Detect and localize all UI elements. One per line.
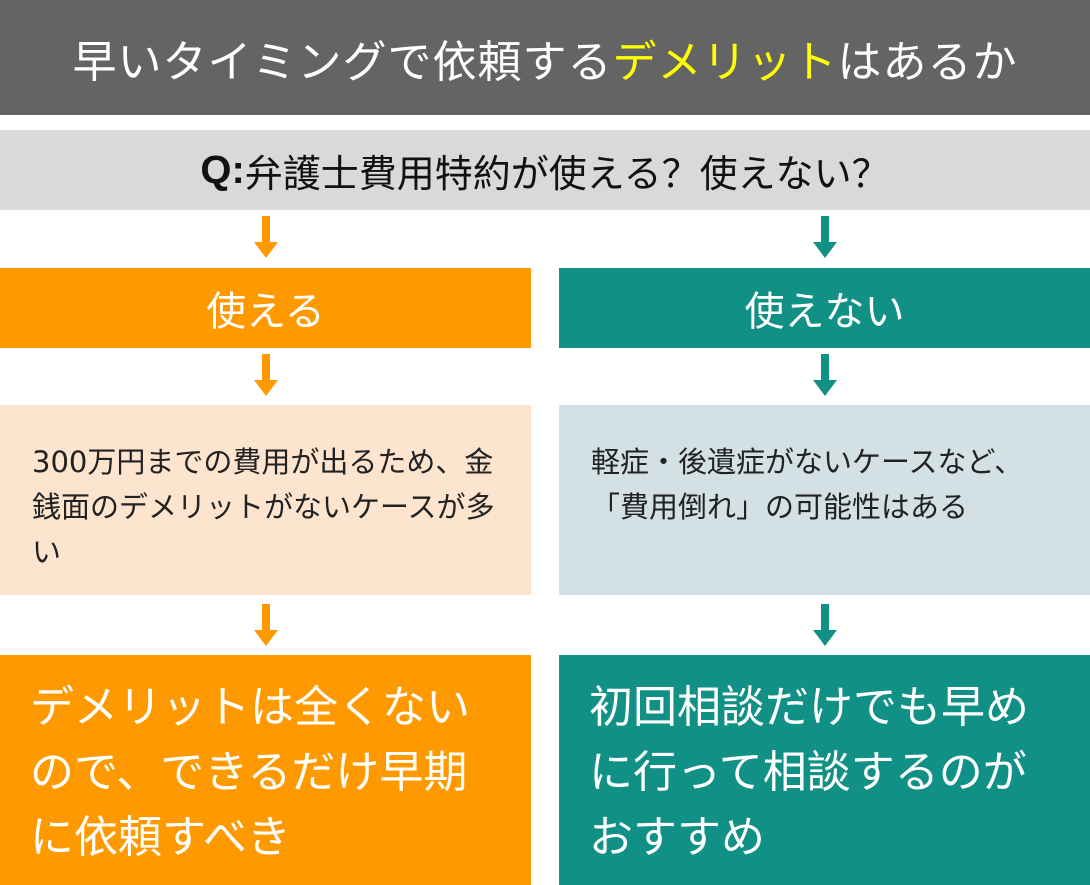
- left-conclusion-text: デメリットは全くないので、できるだけ早期に依頼すべき: [30, 682, 470, 863]
- question-bar: Q:弁護士費用特約が使える？使えない？: [0, 130, 1090, 210]
- question-label: Q:: [200, 147, 245, 192]
- right-detail-box: 軽症・後遺症がないケースなど、「費用倒れ」の可能性はある: [559, 405, 1090, 595]
- right-conclusion-box: 初回相談だけでも早めに行って相談するのがおすすめ: [559, 655, 1090, 885]
- page-title: 早いタイミングで依頼するデメリットはあるか: [0, 0, 1090, 115]
- down-arrow-icon: [813, 604, 837, 646]
- right-heading: 使えない: [559, 268, 1090, 348]
- title-suffix: はあるか: [837, 36, 1018, 88]
- right-heading-text: 使えない: [744, 289, 905, 335]
- down-arrow-icon: [254, 604, 278, 646]
- down-arrow-icon: [254, 216, 278, 258]
- title-highlight: デメリット: [612, 36, 838, 88]
- left-detail-text: 300万円までの費用が出るため、金銭面のデメリットがないケースが多い: [32, 445, 495, 569]
- left-conclusion-box: デメリットは全くないので、できるだけ早期に依頼すべき: [0, 655, 531, 885]
- down-arrow-icon: [254, 354, 278, 396]
- left-heading: 使える: [0, 268, 531, 348]
- down-arrow-icon: [813, 354, 837, 396]
- question-text: 弁護士費用特約が使える？使えない？: [244, 151, 890, 196]
- down-arrow-icon: [813, 216, 837, 258]
- right-conclusion-text: 初回相談だけでも早めに行って相談するのがおすすめ: [589, 682, 1029, 863]
- right-detail-text: 軽症・後遺症がないケースなど、「費用倒れ」の可能性はある: [591, 445, 1024, 524]
- title-prefix: 早いタイミングで依頼する: [72, 36, 613, 88]
- left-detail-box: 300万円までの費用が出るため、金銭面のデメリットがないケースが多い: [0, 405, 531, 595]
- left-heading-text: 使える: [206, 289, 325, 335]
